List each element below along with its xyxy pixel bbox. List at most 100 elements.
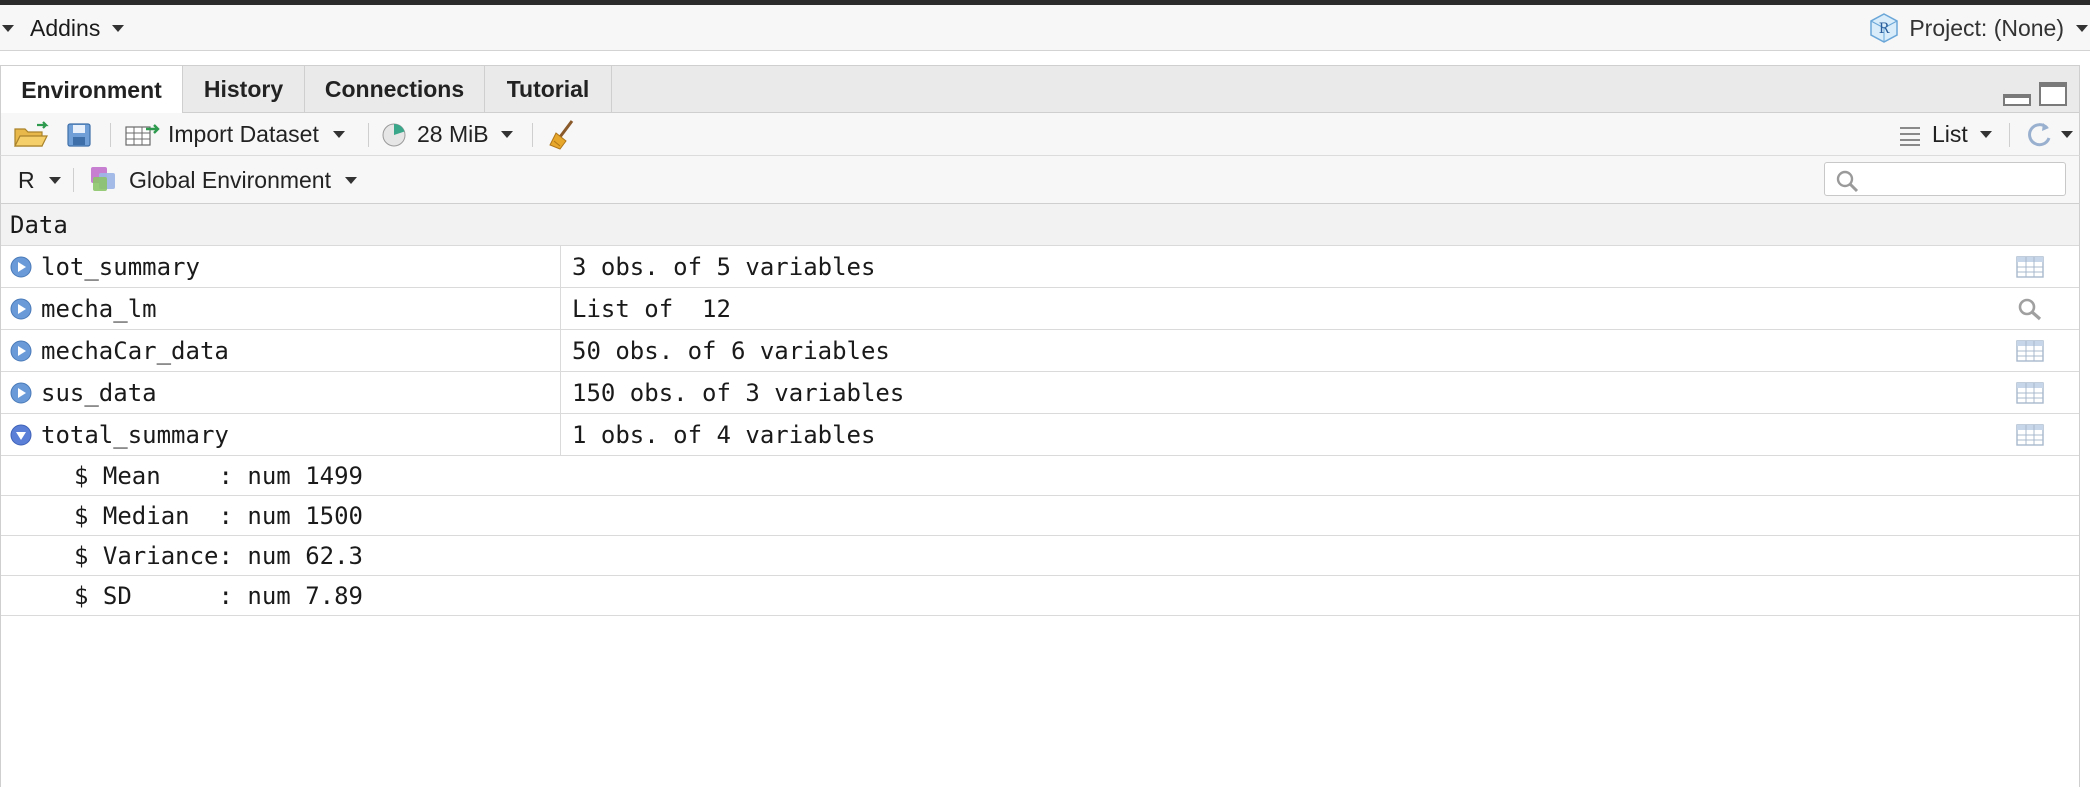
variable-value: 150 obs. of 3 variables bbox=[572, 378, 905, 407]
toolbar-separator bbox=[110, 123, 111, 147]
column-divider bbox=[560, 372, 561, 413]
addins-menu[interactable]: Addins bbox=[0, 5, 125, 51]
toolbar-separator bbox=[73, 168, 74, 192]
variable-name: sus_data bbox=[41, 378, 157, 407]
addins-label: Addins bbox=[30, 14, 101, 41]
tab-label: Tutorial bbox=[506, 76, 590, 102]
chevron-down-icon bbox=[332, 131, 345, 138]
save-icon bbox=[67, 122, 91, 147]
variable-row[interactable]: mechaCar_data 50 obs. of 6 variables bbox=[1, 330, 2079, 372]
variable-row[interactable]: lot_summary 3 obs. of 5 variables bbox=[1, 246, 2079, 288]
expand-arrow-icon[interactable] bbox=[10, 256, 32, 278]
list-view-icon bbox=[1900, 126, 1920, 146]
variable-name: lot_summary bbox=[41, 252, 200, 281]
structure-text: $ Variance: num 62.3 bbox=[74, 541, 363, 570]
memory-usage-button[interactable]: 28 MiB bbox=[381, 113, 513, 156]
tab-label: Environment bbox=[21, 76, 162, 103]
import-table-icon bbox=[125, 123, 160, 146]
structure-line: $ SD : num 7.89 bbox=[1, 576, 2079, 616]
tab-environment[interactable]: Environment bbox=[1, 66, 183, 114]
variable-value: List of 12 bbox=[572, 294, 731, 323]
clear-workspace-button[interactable] bbox=[546, 113, 578, 156]
memory-usage-label: 28 MiB bbox=[417, 121, 489, 147]
language-label: R bbox=[18, 166, 35, 193]
search-icon bbox=[1836, 170, 1859, 193]
chevron-down-icon bbox=[2061, 131, 2073, 138]
table-view-icon[interactable] bbox=[2016, 381, 2044, 405]
variable-value: 1 obs. of 4 variables bbox=[572, 420, 876, 449]
view-mode-label: List bbox=[1932, 121, 1968, 147]
minimize-pane-icon[interactable] bbox=[2003, 94, 2031, 106]
toolbar-separator bbox=[2009, 123, 2010, 147]
environment-selector-bar: R Global Environment bbox=[0, 156, 2080, 204]
load-workspace-button[interactable] bbox=[13, 113, 53, 156]
pane-window-controls bbox=[2003, 82, 2067, 106]
magnifier-icon[interactable] bbox=[2016, 297, 2044, 321]
data-section-header: Data bbox=[1, 204, 2079, 246]
expand-arrow-icon[interactable] bbox=[10, 382, 32, 404]
structure-line: $ Mean : num 1499 bbox=[1, 456, 2079, 496]
open-folder-icon bbox=[14, 120, 49, 147]
tab-connections[interactable]: Connections bbox=[305, 66, 485, 113]
environment-menu[interactable]: Global Environment bbox=[89, 156, 357, 204]
tab-tutorial[interactable]: Tutorial bbox=[485, 66, 612, 113]
column-divider bbox=[560, 246, 561, 287]
chevron-down-icon bbox=[2076, 24, 2088, 32]
broom-icon bbox=[549, 119, 574, 150]
pane-tabstrip: Environment History Connections Tutorial bbox=[0, 65, 2080, 114]
chevron-down-icon bbox=[345, 176, 357, 184]
variable-name: total_summary bbox=[41, 420, 229, 449]
variable-row[interactable]: mecha_lm List of 12 bbox=[1, 288, 2079, 330]
refresh-button[interactable] bbox=[2023, 113, 2073, 156]
project-menu[interactable]: R Project: (None) bbox=[1869, 5, 2090, 51]
tab-history[interactable]: History bbox=[183, 66, 305, 113]
language-menu[interactable]: R bbox=[18, 156, 61, 204]
save-workspace-button[interactable] bbox=[65, 113, 93, 156]
addins-bar: Addins R Project: (None) bbox=[0, 5, 2090, 51]
structure-text: $ Median : num 1500 bbox=[74, 501, 363, 530]
variable-value: 50 obs. of 6 variables bbox=[572, 336, 890, 365]
variable-name: mechaCar_data bbox=[41, 336, 229, 365]
toolbar-separator bbox=[368, 123, 369, 147]
maximize-pane-icon[interactable] bbox=[2039, 82, 2067, 106]
table-view-icon[interactable] bbox=[2016, 339, 2044, 363]
r-project-icon: R bbox=[1870, 13, 1899, 43]
expand-arrow-icon[interactable] bbox=[10, 298, 32, 320]
import-dataset-label: Import Dataset bbox=[168, 121, 319, 147]
import-dataset-button[interactable]: Import Dataset bbox=[124, 113, 345, 156]
column-divider bbox=[560, 330, 561, 371]
variable-value: 3 obs. of 5 variables bbox=[572, 252, 876, 281]
svg-text:R: R bbox=[1879, 21, 1890, 37]
column-divider bbox=[560, 414, 561, 455]
chevron-down-icon bbox=[1979, 131, 1992, 138]
view-mode-menu[interactable]: List bbox=[1898, 113, 1992, 156]
variable-name: mecha_lm bbox=[41, 294, 157, 323]
table-view-icon[interactable] bbox=[2016, 423, 2044, 447]
toolbar-separator bbox=[532, 123, 533, 147]
environment-data-panel: Data lot_summary 3 obs. of 5 variables m… bbox=[0, 204, 2080, 787]
tab-label: Connections bbox=[324, 76, 465, 102]
window-top-border bbox=[0, 0, 2090, 5]
environment-icon bbox=[91, 167, 115, 191]
refresh-icon bbox=[2028, 122, 2051, 146]
environment-search bbox=[1824, 162, 2066, 196]
tab-label: History bbox=[203, 76, 284, 102]
structure-line: $ Median : num 1500 bbox=[1, 496, 2079, 536]
expand-arrow-icon[interactable] bbox=[10, 340, 32, 362]
environment-toolbar: Import Dataset 28 MiB List bbox=[0, 113, 2080, 156]
chevron-down-icon bbox=[2, 24, 14, 32]
collapse-arrow-icon[interactable] bbox=[10, 424, 32, 446]
environment-label: Global Environment bbox=[129, 166, 331, 193]
chevron-down-icon bbox=[48, 176, 61, 184]
structure-line: $ Variance: num 62.3 bbox=[1, 536, 2079, 576]
memory-pie-icon bbox=[382, 123, 406, 146]
column-divider bbox=[560, 288, 561, 329]
project-label: Project: (None) bbox=[1909, 14, 2064, 41]
variable-row[interactable]: total_summary 1 obs. of 4 variables bbox=[1, 414, 2079, 456]
table-view-icon[interactable] bbox=[2016, 255, 2044, 279]
structure-text: $ SD : num 7.89 bbox=[74, 581, 363, 610]
search-input[interactable] bbox=[1865, 165, 2060, 193]
structure-text: $ Mean : num 1499 bbox=[74, 461, 363, 490]
chevron-down-icon bbox=[500, 131, 513, 138]
variable-row[interactable]: sus_data 150 obs. of 3 variables bbox=[1, 372, 2079, 414]
